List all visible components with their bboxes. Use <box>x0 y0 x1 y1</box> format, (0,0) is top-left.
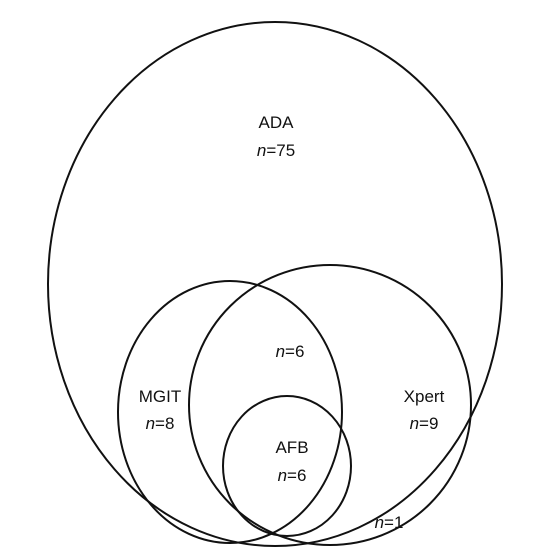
ada-label: ADA <box>259 113 295 132</box>
mgit-set-outline <box>117 280 343 544</box>
afb-label: AFB <box>275 438 308 457</box>
xpert-set-outline <box>188 264 472 546</box>
afb-set-outline <box>222 395 352 537</box>
afb-count: n=6 <box>278 466 307 485</box>
ada-count: n=75 <box>257 141 295 160</box>
xpert-label: Xpert <box>404 387 445 406</box>
xpert-count: n=9 <box>410 414 439 433</box>
mgit-count: n=8 <box>146 414 175 433</box>
ada-set-outline <box>47 21 503 547</box>
xpert-outside-ada-count: n=1 <box>375 513 404 532</box>
mgit-xpert-overlap-count: n=6 <box>276 342 305 361</box>
mgit-label: MGIT <box>139 387 182 406</box>
